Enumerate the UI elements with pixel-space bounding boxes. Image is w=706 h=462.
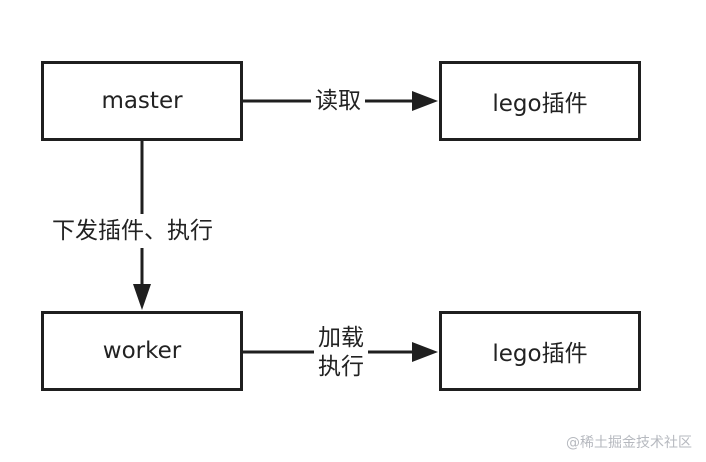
lego-plugin-bottom-label: lego插件 xyxy=(492,341,588,367)
worker-node-label: worker xyxy=(102,338,182,364)
worker-node: worker xyxy=(41,311,243,391)
lego-plugin-top-label: lego插件 xyxy=(492,91,588,117)
edge-label-load-execute: 加载 执行 xyxy=(314,324,368,382)
master-node: master xyxy=(41,61,243,141)
edge-label-load: 加载 xyxy=(318,325,364,351)
edge-label-dispatch-execute: 下发插件、执行 xyxy=(50,214,215,248)
watermark: @稀土掘金技术社区 xyxy=(566,435,692,451)
edge-label-execute: 执行 xyxy=(318,354,364,380)
arrowhead-master-to-worker xyxy=(133,284,151,310)
arrowhead-worker-to-lego xyxy=(412,342,438,362)
edge-label-read: 读取 xyxy=(311,86,365,116)
lego-plugin-node-bottom: lego插件 xyxy=(439,311,641,391)
lego-plugin-node-top: lego插件 xyxy=(439,61,641,141)
master-node-label: master xyxy=(101,88,183,114)
arrowhead-master-to-lego xyxy=(412,91,438,111)
